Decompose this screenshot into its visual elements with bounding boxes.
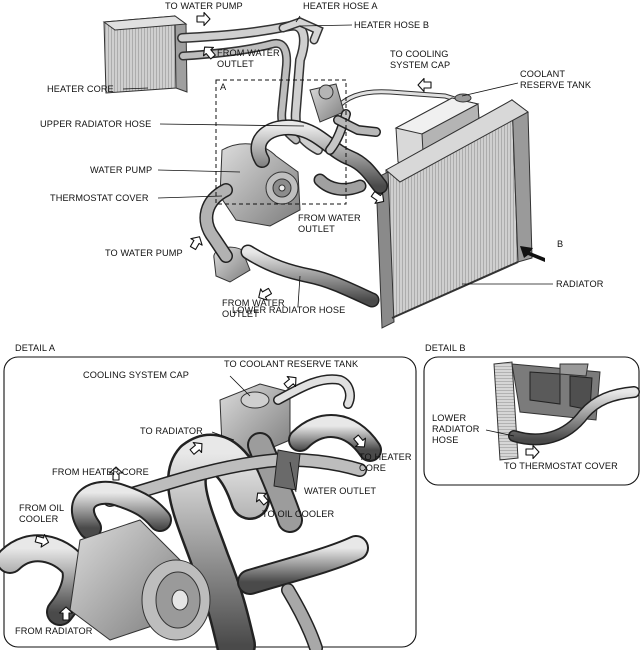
detail-a-leaders (211, 375, 297, 493)
label-to-water-pump-top: TO WATER PUMP (165, 1, 243, 11)
label-to-heater-core: TO HEATER CORE (359, 452, 412, 473)
label-radiator: RADIATOR (556, 279, 604, 289)
detail-a-region (215, 79, 347, 205)
label-to-radiator: TO RADIATOR (140, 426, 203, 436)
label-cooling-system-cap: COOLING SYSTEM CAP (83, 370, 189, 380)
label-from-water-outlet-bottom: FROM WATER OUTLET (222, 298, 285, 319)
label-to-oil-cooler: TO OIL COOLER (262, 509, 335, 519)
label-from-water-outlet-mid: FROM WATER OUTLET (298, 213, 361, 234)
radiator-illustration (375, 98, 533, 329)
label-thermostat-cover: THERMOSTAT COVER (50, 193, 149, 203)
label-upper-radiator-hose: UPPER RADIATOR HOSE (40, 119, 152, 129)
label-to-water-pump-left: TO WATER PUMP (105, 248, 183, 258)
leader-lines (122, 15, 553, 307)
label-to-cooling-system-cap: TO COOLING SYSTEM CAP (390, 49, 451, 70)
radiator-hoses (199, 109, 388, 308)
label-water-pump: WATER PUMP (90, 165, 153, 175)
label-from-radiator: FROM RADIATOR (15, 626, 93, 636)
label-heater-hose-b: HEATER HOSE B (354, 20, 430, 30)
detail-a-title: DETAIL A (15, 343, 56, 353)
label-from-heater-core: FROM HEATER CORE (52, 467, 149, 477)
label-lower-radiator-hose-b: LOWER RADIATOR HOSE (432, 413, 480, 445)
label-heater-hose-a: HEATER HOSE A (303, 1, 378, 11)
label-coolant-reserve-tank: COOLANT RESERVE TANK (520, 69, 592, 90)
detail-b-leader (485, 429, 515, 437)
thermostat-and-pump (213, 83, 345, 283)
label-to-coolant-reserve-tank: TO COOLANT RESERVE TANK (224, 359, 359, 369)
label-water-outlet: WATER OUTLET (304, 486, 377, 496)
label-detail-marker-a: A (220, 82, 227, 92)
label-heater-core: HEATER CORE (47, 84, 114, 94)
detail-b-title: DETAIL B (425, 343, 466, 353)
label-to-thermostat-cover: TO THERMOSTAT COVER (504, 461, 618, 471)
label-from-water-outlet-top: FROM WATER OUTLET (217, 48, 280, 69)
label-from-oil-cooler: FROM OIL COOLER (19, 503, 65, 524)
label-view-marker-b: B (557, 239, 564, 249)
label-lower-radiator-hose: LOWER RADIATOR HOSE (232, 305, 346, 315)
heater-core-illustration (102, 15, 188, 94)
view-b-arrow (520, 246, 545, 262)
